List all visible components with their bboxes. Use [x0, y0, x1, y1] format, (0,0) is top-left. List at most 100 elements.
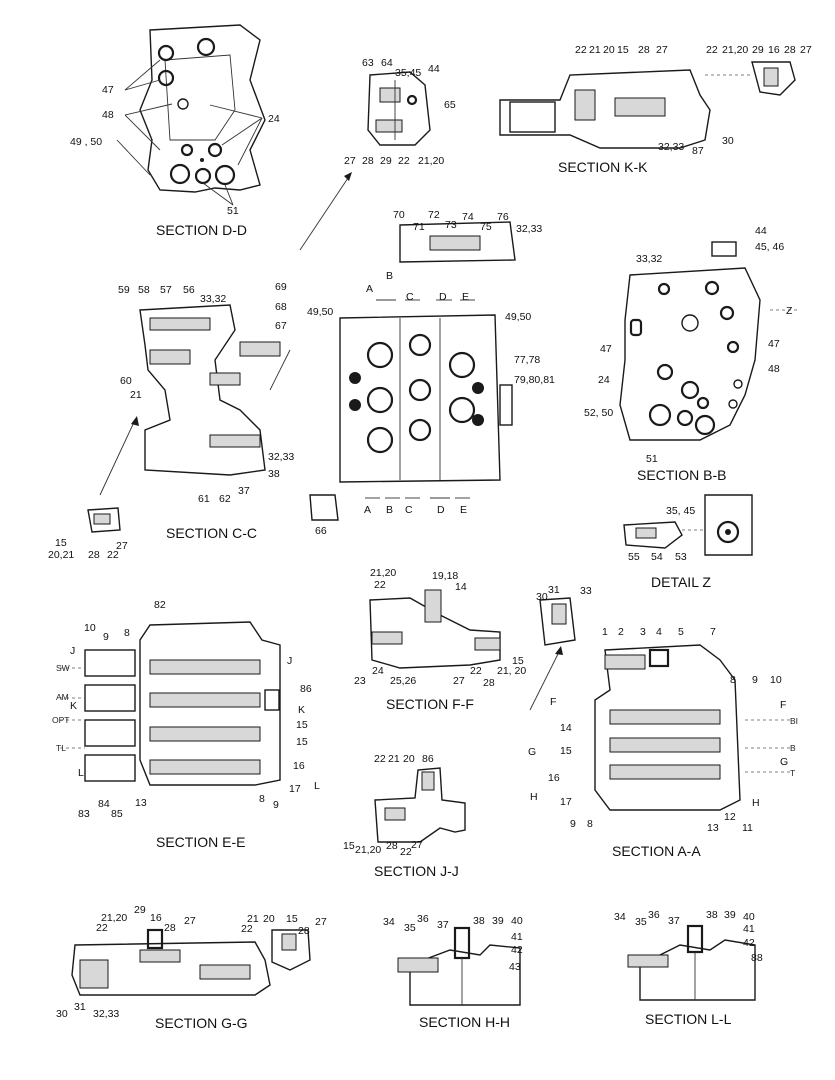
callout-88: 88 — [751, 952, 763, 964]
detail-z-drawing — [623, 494, 753, 556]
callout-22: 22 — [241, 923, 253, 935]
section-k-k-title: SECTION K-K — [558, 159, 648, 175]
port-label-opt: OPT — [52, 715, 69, 725]
callout-58: 58 — [138, 284, 150, 296]
callout-49-50: 49,50 — [505, 311, 531, 323]
cut-label-b: B — [386, 504, 393, 516]
port-label-tl: TL — [56, 743, 66, 753]
callout-87: 87 — [692, 145, 704, 157]
callout-37: 37 — [238, 485, 250, 497]
callout-27: 27 — [184, 915, 196, 927]
callout-66: 66 — [315, 525, 327, 537]
cut-mark-g: G — [528, 746, 536, 758]
callout-51: 51 — [227, 205, 239, 217]
callout-35: 35 — [404, 922, 416, 934]
callout-40: 40 — [743, 911, 755, 923]
callout-28: 28 — [386, 840, 398, 852]
callout-22: 22 — [107, 549, 119, 561]
callout-15: 15 — [286, 913, 298, 925]
section-g-g-title: SECTION G-G — [155, 1015, 248, 1031]
section-b-b-title: SECTION B-B — [637, 467, 726, 483]
port-label-sw: SW — [56, 663, 70, 673]
callout-27: 27 — [453, 675, 465, 687]
callout-27: 27 — [344, 155, 356, 167]
callout-42: 42 — [743, 937, 755, 949]
callout-27: 27 — [411, 839, 423, 851]
section-h-h-drawing — [397, 926, 521, 1006]
callout-16: 16 — [150, 912, 162, 924]
callout-15: 15 — [343, 840, 355, 852]
callout-13: 13 — [135, 797, 147, 809]
callout-86: 86 — [300, 683, 312, 695]
callout-15: 15 — [296, 736, 308, 748]
callout-33: 33 — [580, 585, 592, 597]
callout-72: 72 — [428, 209, 440, 221]
cut-label-c: C — [405, 504, 413, 516]
section-c-c-drawing — [87, 304, 291, 533]
callout-34: 34 — [614, 911, 626, 923]
callout-7: 7 — [710, 626, 716, 638]
callout-22: 22 — [398, 155, 410, 167]
callout-15: 15 — [55, 537, 67, 549]
callout-77-78: 77,78 — [514, 354, 540, 366]
callout-41: 41 — [743, 923, 755, 935]
detail-63-65-drawing — [367, 71, 431, 146]
callout-8: 8 — [259, 793, 265, 805]
callout-8: 8 — [124, 627, 130, 639]
cut-mark-f: F — [780, 699, 786, 711]
callout-3: 3 — [640, 626, 646, 638]
callout-37: 37 — [668, 915, 680, 927]
section-k-k-drawing — [499, 61, 796, 149]
callout-17: 17 — [289, 783, 301, 795]
main-valve-drawing — [309, 221, 516, 521]
section-j-j-drawing — [374, 767, 466, 843]
cut-mark-f: F — [550, 696, 556, 708]
callout-37: 37 — [437, 919, 449, 931]
callout-51: 51 — [646, 453, 658, 465]
callout-48: 48 — [768, 363, 780, 375]
callout-70: 70 — [393, 209, 405, 221]
callout-15: 15 — [512, 655, 524, 667]
callout-13: 13 — [707, 822, 719, 834]
callout-8: 8 — [730, 674, 736, 686]
callout-14: 14 — [455, 581, 467, 593]
callout-21: 21 — [247, 913, 259, 925]
cut-label-e: E — [462, 291, 469, 303]
callout-35-45: 35, 45 — [666, 505, 695, 517]
callout-28: 28 — [164, 922, 176, 934]
cut-label-d: D — [439, 291, 447, 303]
callout-44: 44 — [755, 225, 767, 237]
callout-20: 20 — [263, 913, 275, 925]
callout-31: 31 — [74, 1001, 86, 1013]
callout-21-20: 21,20 — [722, 44, 748, 56]
callout-32-33: 32,33 — [268, 451, 294, 463]
callout-61: 61 — [198, 493, 210, 505]
callout-49-50: 49,50 — [307, 306, 333, 318]
section-c-c-title: SECTION C-C — [166, 525, 257, 541]
callout-21-20: 21,20 — [370, 567, 396, 579]
section-e-e-title: SECTION E-E — [156, 834, 245, 850]
callout-86: 86 — [422, 753, 434, 765]
callout-24: 24 — [268, 113, 280, 125]
callout-47: 47 — [768, 338, 780, 350]
callout-33-32: 33,32 — [636, 253, 662, 265]
callout-9: 9 — [570, 818, 576, 830]
callout-30: 30 — [722, 135, 734, 147]
section-f-f-title: SECTION F-F — [386, 696, 474, 712]
callout-25-26: 25,26 — [390, 675, 416, 687]
callout-22: 22 — [706, 44, 718, 56]
callout-11: 11 — [742, 822, 753, 834]
callout-65: 65 — [444, 99, 456, 111]
callout-74: 74 — [462, 211, 474, 223]
callout-38: 38 — [706, 909, 718, 921]
callout-27: 27 — [656, 44, 668, 56]
callout-28: 28 — [88, 549, 100, 561]
callout-48: 48 — [102, 109, 114, 121]
detail-z-title: DETAIL Z — [651, 574, 711, 590]
callout-57: 57 — [160, 284, 172, 296]
callout-28: 28 — [298, 925, 310, 937]
callout-22: 22 — [374, 753, 386, 765]
callout-9: 9 — [752, 674, 758, 686]
callout-49-50: 49 , 50 — [70, 136, 102, 148]
